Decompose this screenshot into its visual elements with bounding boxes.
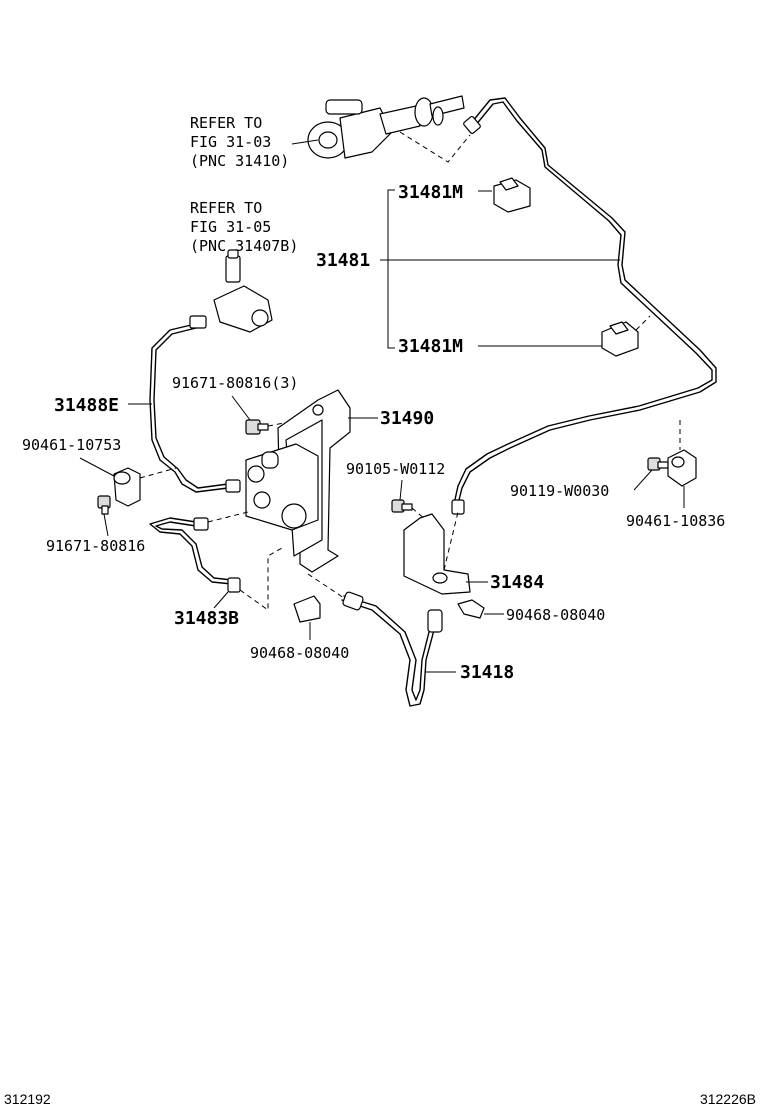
label-31481[interactable]: 31481	[316, 250, 370, 271]
footer-right-code: 312226B	[700, 1091, 756, 1107]
label-31481M-top[interactable]: 31481M	[398, 182, 463, 203]
refer-line: (PNC 31410)	[190, 152, 289, 170]
pipe-31483B-wall	[155, 521, 233, 581]
clip-90468-08040-right-part[interactable]	[457, 599, 485, 619]
label-91671-80816[interactable]: 91671-80816	[46, 537, 145, 555]
pipe-31481[interactable]	[457, 97, 717, 505]
label-90468-08040-right[interactable]: 90468-08040	[506, 606, 605, 624]
label-91671-80816-3[interactable]: 91671-80816(3)	[172, 374, 298, 392]
leader-line	[291, 139, 319, 145]
dashed-guide	[139, 467, 177, 479]
pipe-31488E-wall	[153, 325, 229, 489]
clip-31481M-bottom[interactable]	[601, 321, 639, 357]
group-bracket	[387, 189, 395, 349]
leader-line	[103, 513, 109, 537]
dashed-guide	[207, 511, 249, 523]
dashed-guide	[635, 315, 651, 331]
pipe-31488E[interactable]	[149, 321, 229, 493]
bracket-31484-part[interactable]	[403, 513, 471, 595]
hose-fitting	[342, 591, 364, 611]
label-31490[interactable]: 31490	[380, 408, 434, 429]
label-31418[interactable]: 31418	[460, 662, 514, 683]
label-31483B[interactable]: 31483B	[174, 608, 239, 629]
leader-line	[213, 591, 229, 609]
label-31481M-bottom[interactable]: 31481M	[398, 336, 463, 357]
dashed-guide	[239, 547, 283, 611]
refer-to-fig-31-03[interactable]: REFER TO FIG 31-03 (PNC 31410)	[190, 114, 289, 170]
refer-to-fig-31-05[interactable]: REFER TO FIG 31-05 (PNC 31407B)	[190, 199, 298, 255]
master-cylinder-part[interactable]	[307, 95, 465, 159]
valve-body-part[interactable]	[245, 443, 319, 531]
pipe-fitting	[463, 115, 481, 135]
clamp-90461-10753-part[interactable]	[113, 467, 141, 507]
union-fitting-part[interactable]	[213, 249, 273, 333]
dashed-guide	[399, 131, 471, 163]
refer-line: (PNC 31407B)	[190, 237, 298, 255]
pipe-fitting	[227, 577, 241, 593]
label-31484[interactable]: 31484	[490, 572, 544, 593]
pipe-31483B[interactable]	[149, 517, 233, 585]
refer-line: FIG 31-05	[190, 218, 271, 236]
bolt-90105-W0112-part[interactable]	[391, 499, 413, 513]
pipe-fitting	[189, 315, 207, 329]
leader-line	[79, 457, 115, 477]
refer-line: FIG 31-03	[190, 133, 271, 151]
refer-line: REFER TO	[190, 114, 262, 132]
dashed-guide	[411, 507, 427, 521]
leader-line	[633, 469, 653, 491]
hose-fitting	[427, 609, 443, 633]
dashed-guide	[443, 511, 459, 571]
label-90105-W0112[interactable]: 90105-W0112	[346, 460, 445, 478]
label-90461-10753[interactable]: 90461-10753	[22, 436, 121, 454]
dashed-guide	[307, 573, 345, 599]
clip-31481M-top[interactable]	[493, 177, 531, 213]
hose-31418-wall	[343, 595, 431, 701]
refer-line: REFER TO	[190, 199, 262, 217]
label-90468-08040-bottom[interactable]: 90468-08040	[250, 644, 349, 662]
bolt-90119-W0030-part[interactable]	[647, 457, 669, 471]
leader-line	[399, 479, 403, 501]
pipe-fitting	[225, 479, 241, 493]
clip-90468-08040-bottom-part[interactable]	[293, 595, 321, 623]
bolt-part[interactable]	[245, 419, 269, 435]
leader-line	[231, 395, 251, 421]
pipe-fitting	[193, 517, 209, 531]
label-31488E[interactable]: 31488E	[54, 395, 119, 416]
label-90119-W0030[interactable]: 90119-W0030	[510, 482, 609, 500]
label-90461-10836[interactable]: 90461-10836	[626, 512, 725, 530]
pipe-fitting	[451, 499, 465, 515]
footer-left-code: 312192	[4, 1091, 51, 1107]
pipe-31481-wall	[453, 101, 713, 505]
hose-31418[interactable]	[341, 599, 435, 707]
bolt-91671-80816-part[interactable]	[97, 495, 111, 515]
clamp-90461-10836-part[interactable]	[667, 449, 697, 487]
